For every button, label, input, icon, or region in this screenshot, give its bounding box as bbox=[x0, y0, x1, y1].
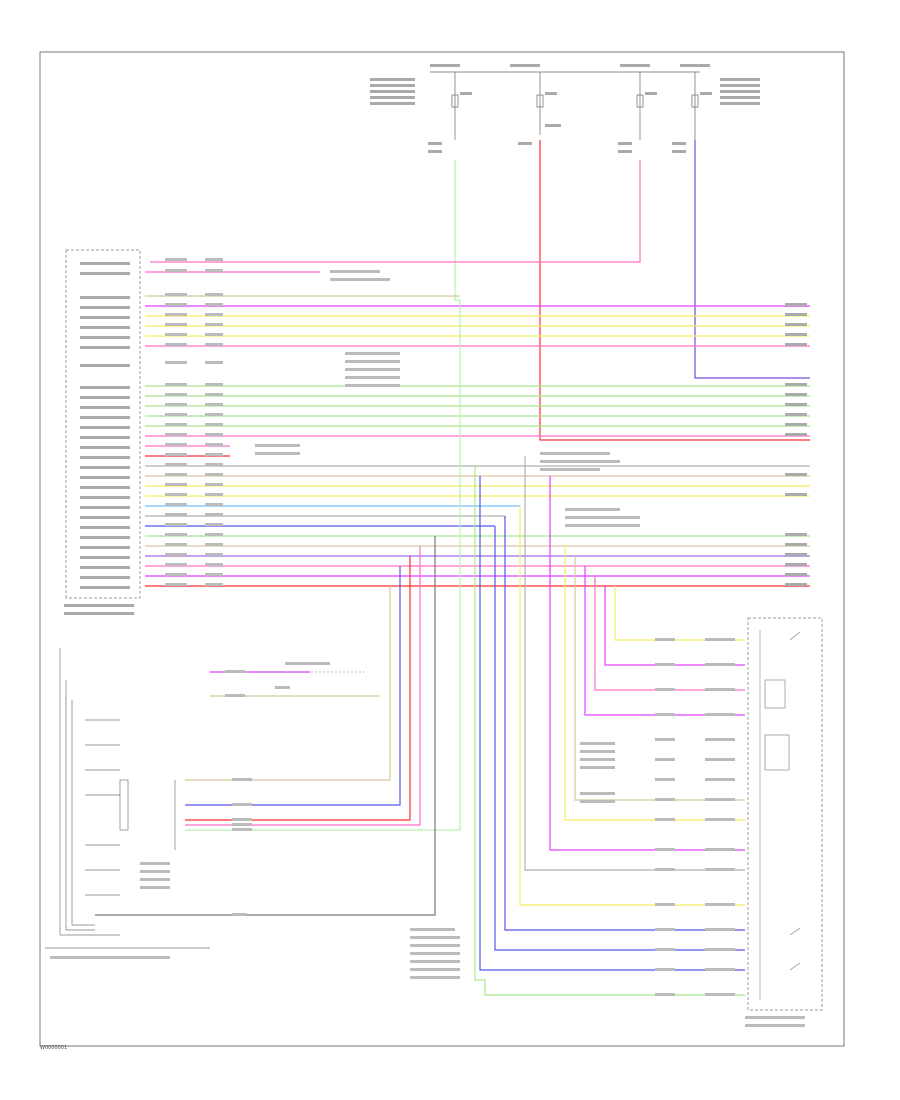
vertical-drop-wires bbox=[185, 300, 745, 996]
vertical-power-wires bbox=[150, 140, 810, 441]
module-pin-labels bbox=[64, 262, 134, 615]
component-right-labels bbox=[410, 638, 805, 1027]
lower-left-wires bbox=[95, 536, 436, 916]
lower-left-labels bbox=[50, 662, 330, 959]
headlamp-switch-assembly bbox=[45, 648, 210, 949]
control-module-left bbox=[65, 249, 141, 599]
page-id-label: W0000001 bbox=[40, 1045, 68, 1051]
wire-code-labels bbox=[165, 258, 640, 586]
fuse-labels-top bbox=[370, 64, 760, 153]
fuse-panel-top bbox=[430, 71, 700, 140]
diagram-frame bbox=[39, 51, 845, 1047]
right-edge-wire-labels bbox=[785, 303, 807, 586]
harness-wires-horizontal bbox=[145, 271, 810, 587]
component-right-lower bbox=[747, 617, 823, 1011]
